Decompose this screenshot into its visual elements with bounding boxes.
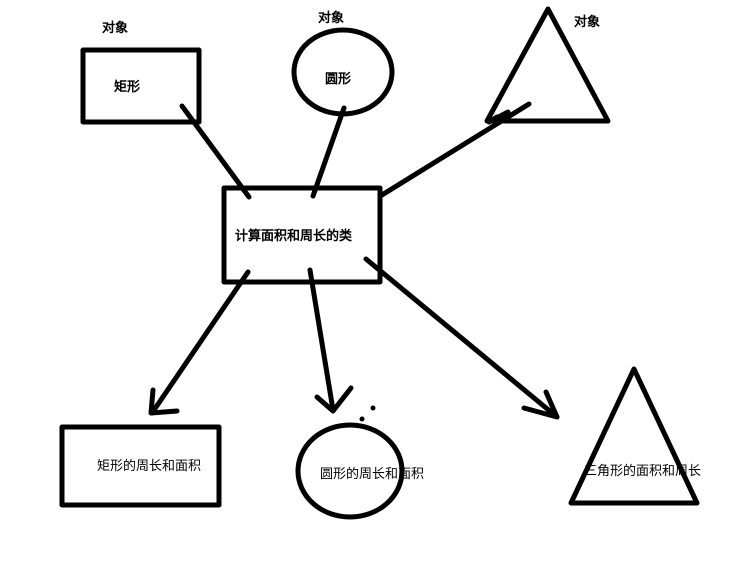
object-caption-rectangle: 对象 — [102, 21, 129, 36]
object-caption-circle: 对象 — [318, 11, 345, 26]
rectangle-result-shape — [59, 424, 222, 508]
object-caption-triangle: 对象 — [574, 15, 601, 30]
circle-result-shape — [295, 422, 405, 520]
result-label-triangle: 三角形的面积和周长 — [584, 464, 702, 479]
triangle-object-shape — [484, 6, 611, 124]
stray-dot — [359, 416, 365, 422]
connector-triangle-tail — [486, 109, 511, 125]
arrowhead-circle-result — [314, 385, 354, 414]
center-class-box — [221, 185, 383, 285]
center-class-label: 计算面积和周长的类 — [235, 229, 353, 244]
result-label-circle: 圆形的周长和面积 — [320, 467, 425, 482]
arrow-to-triangle-result — [363, 256, 560, 420]
stray-dot — [370, 405, 376, 411]
object-label-circle: 圆形 — [325, 72, 352, 87]
arrowhead-triangle-result — [521, 389, 560, 420]
arrowhead-rectangle-result — [148, 387, 180, 416]
arrow-to-circle-result — [307, 267, 336, 413]
connector-rectangle-to-class — [179, 103, 252, 200]
object-label-rectangle: 矩形 — [114, 80, 141, 95]
connector-circle-to-class — [310, 105, 347, 199]
arrow-to-rectangle-result — [149, 269, 251, 416]
result-label-rectangle: 矩形的周长和面积 — [97, 459, 202, 474]
rectangle-object-shape — [80, 47, 202, 125]
triangle-result-shape — [568, 366, 700, 506]
connector-triangle-to-class — [379, 101, 532, 198]
